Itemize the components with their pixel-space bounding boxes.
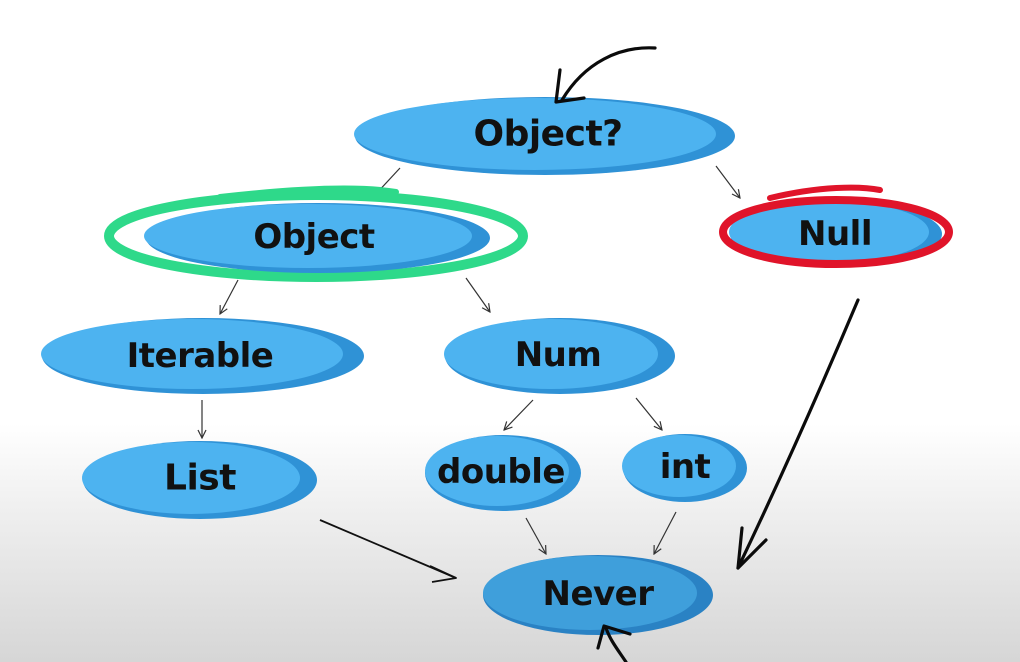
node-null-label: Null <box>798 214 872 254</box>
node-null: Null <box>719 184 953 268</box>
node-list: List <box>82 441 317 519</box>
green-highlight-tail <box>217 185 399 200</box>
red-highlight-circle <box>719 196 953 268</box>
node-object: Object <box>104 185 528 282</box>
node-int-label: int <box>660 447 711 487</box>
node-int: int <box>622 434 747 502</box>
edge-list-to-never <box>319 519 457 583</box>
node-double: double <box>425 435 581 511</box>
edge-num-to-double <box>504 399 534 430</box>
node-iterable-label: Iterable <box>127 336 274 376</box>
node-object-nullable: Object? <box>354 97 735 175</box>
green-highlight-circle <box>104 190 528 282</box>
edge-num-to-int <box>635 397 662 430</box>
edge-int-to-never <box>654 511 677 554</box>
handdrawn-arrow-into-never-bottom <box>596 624 632 662</box>
node-num: Num <box>444 318 675 394</box>
node-num-label: Num <box>515 335 602 375</box>
edge-object-nullable-to-null <box>715 165 740 198</box>
node-object-label: Object <box>253 217 375 257</box>
edge-double-to-never <box>525 517 546 554</box>
edge-object-to-num <box>465 277 490 312</box>
node-never: Never <box>483 555 713 635</box>
red-highlight-tail <box>767 184 883 201</box>
node-double-label: double <box>437 452 565 492</box>
node-object-nullable-label: Object? <box>473 114 622 155</box>
node-never-label: Never <box>542 574 654 614</box>
handdrawn-arrow-null-to-never <box>736 298 860 570</box>
node-iterable: Iterable <box>41 318 364 394</box>
node-list-label: List <box>164 458 236 499</box>
handdrawn-arrow-to-object-nullable <box>554 46 657 104</box>
edge-object-to-iterable <box>220 279 239 314</box>
